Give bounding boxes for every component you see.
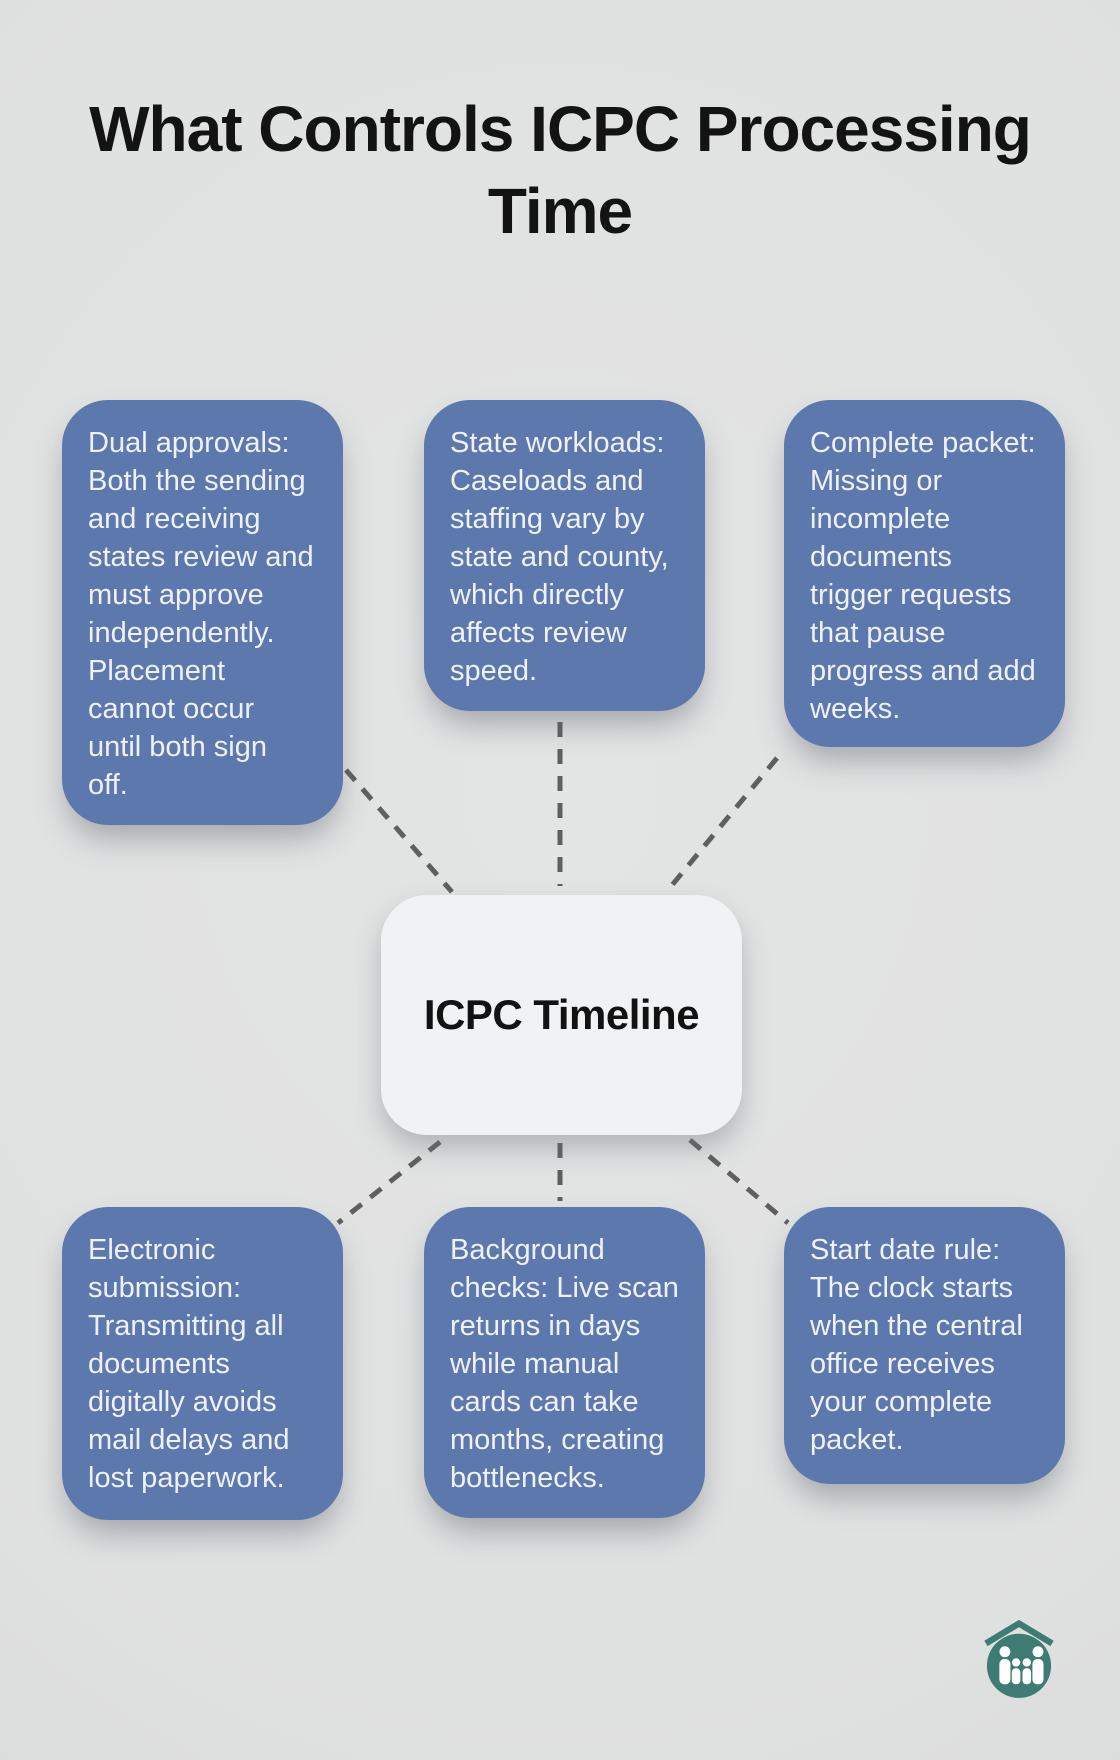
roof-icon: [984, 1619, 1054, 1647]
page-title: What Controls ICPC Processing Time: [89, 93, 1032, 247]
factor-text: Dual approvals: Both the sending and rec…: [88, 427, 314, 801]
factor-text: Electronic submission: Transmitting all …: [88, 1234, 290, 1494]
factor-box-start-date-rule: Start date rule: The clock starts when t…: [784, 1207, 1065, 1484]
center-node-label: ICPC Timeline: [423, 991, 700, 1038]
family-figures-icon: [999, 1646, 1044, 1685]
factor-text: Complete packet: Missing or incomplete d…: [810, 427, 1036, 725]
connector-line: [688, 1138, 790, 1225]
family-home-logo: [984, 1619, 1054, 1698]
factor-text: Start date rule: The clock starts when t…: [810, 1234, 1023, 1456]
connector-line: [336, 1140, 442, 1225]
connector-line: [666, 756, 779, 892]
center-node: ICPC Timeline: [381, 895, 742, 1135]
connector-line: [344, 768, 454, 894]
factor-text: State workloads: Caseloads and staffing …: [450, 427, 669, 687]
factor-box-dual-approvals: Dual approvals: Both the sending and rec…: [62, 400, 343, 825]
factor-box-electronic-submission: Electronic submission: Transmitting all …: [62, 1207, 343, 1520]
factor-box-complete-packet: Complete packet: Missing or incomplete d…: [784, 400, 1065, 747]
factor-text: Background checks: Live scan returns in …: [450, 1234, 679, 1494]
factor-box-background-checks: Background checks: Live scan returns in …: [424, 1207, 705, 1518]
factor-box-state-workloads: State workloads: Caseloads and staffing …: [424, 400, 705, 711]
